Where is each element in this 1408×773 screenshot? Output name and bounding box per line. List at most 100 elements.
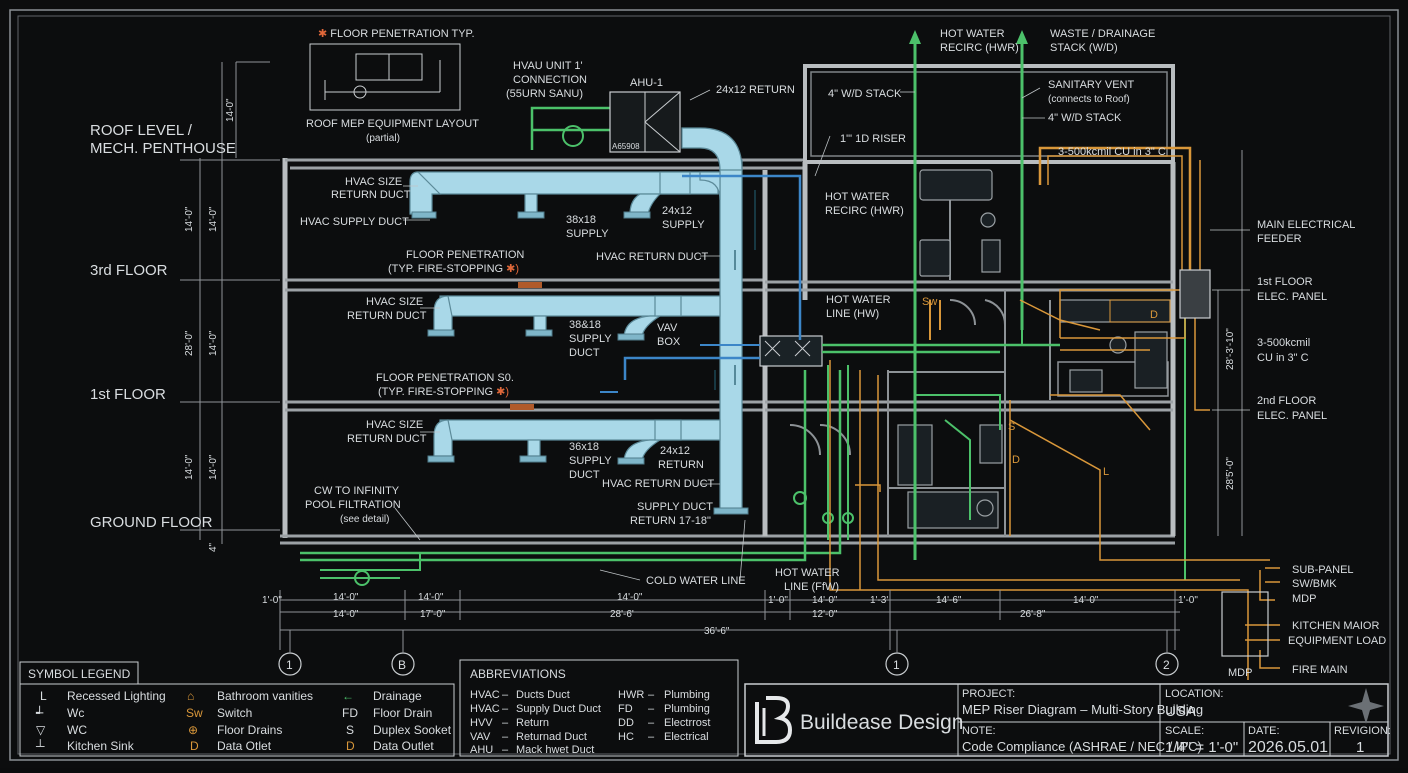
abbrev-dash: – <box>648 703 655 715</box>
legend-label: Recessed Lighting <box>67 689 166 703</box>
ahu-label: AHU-1 <box>630 77 663 89</box>
abbrev-key: HVAC <box>470 689 500 701</box>
note-value: Code Compliance (ASHRAE / NEC / IPC) <box>962 739 1202 754</box>
abbrev-dash: – <box>648 717 655 729</box>
hw-recirc-top-1: HOT WATER <box>940 28 1005 40</box>
roof-equipment-caption: ROOF MEP EQUIPMENT LAYOUT <box>306 118 479 130</box>
abbrev-key: HWR <box>618 689 644 701</box>
f1-3618-label-1: 36x18 <box>569 441 599 453</box>
abbrev-dash: – <box>502 717 509 729</box>
cu-side-1: 3-500kcmil <box>1257 337 1310 349</box>
date-value: 2026.05.01 <box>1248 739 1328 756</box>
hw-recirc-top-2: RECIRC (HWR) <box>940 42 1019 54</box>
abbrev-key: HC <box>618 731 634 743</box>
hvac-return-duct-low: HVAC RETURN DUCT <box>602 478 715 490</box>
legend-sym: Sw <box>186 706 203 720</box>
grid-bubbles <box>278 630 1179 676</box>
building-section-left <box>280 158 1175 545</box>
abbrev-desc: Returnad Duct <box>516 731 587 743</box>
scale-value: 1/4" = 1'-0" <box>1165 739 1238 756</box>
legend-sym: ⌂ <box>187 689 194 703</box>
f1-pen-label-1: FLOOR PENETRATION S0. <box>376 372 514 384</box>
sheet-border <box>9 9 1399 761</box>
location-label: LOCATION: <box>1165 688 1223 700</box>
return-24x12-label: 24x12 RETURN <box>716 84 795 96</box>
legend-label: Floor Drains <box>217 723 282 737</box>
level-ground: GROUND FLOOR <box>90 514 213 531</box>
blue-water-lines <box>600 174 802 393</box>
level-first: 1st FLOOR <box>90 386 166 403</box>
legend-label: Floor Drain <box>373 706 432 720</box>
kitchen-major-1: KITCHEN MAIOR <box>1292 620 1379 632</box>
f3-2412-label-2: SUPPLY <box>662 219 705 231</box>
dim-bottom: 4" <box>208 542 219 552</box>
abbrev-dash: – <box>648 689 655 701</box>
vertical-dimensions-left <box>180 61 280 544</box>
abbrev-desc: Return <box>516 717 549 729</box>
legend-label: Kitchen Sink <box>67 739 135 753</box>
dim-floor3: 14'-0" <box>184 206 195 232</box>
revision-value: 1 <box>1356 739 1364 756</box>
leader-lines <box>394 87 1250 581</box>
hdim-c4: 1'-3' <box>870 595 888 606</box>
dim-floor2b: 14'-0" <box>208 330 219 356</box>
legend-panel <box>19 659 1389 757</box>
legend-label: Wc <box>67 706 84 720</box>
switch-symbol: Sw <box>922 296 937 308</box>
f3-supply-label: HVAC SUPPLY DUCT <box>300 216 409 228</box>
waste-stack-2: STACK (W/D) <box>1050 42 1118 54</box>
ahu-code: A65908 <box>612 142 640 151</box>
floor-penetration-marker <box>510 404 534 410</box>
dim-floor2: 28'-0" <box>184 330 195 356</box>
company-name: Buildease Design <box>800 711 963 734</box>
kitchen-major-2: EQUIPMENT LOAD <box>1288 635 1386 647</box>
legend-sym: D <box>190 739 199 753</box>
sanitary-vent-2: (connects to Roof) <box>1048 94 1130 105</box>
legend-sym: ┴ <box>35 739 45 753</box>
legend-sym: S <box>346 723 354 737</box>
f2-3818-label-1: 38&18 <box>569 319 601 331</box>
roof-equipment-detail <box>309 43 461 111</box>
legend-label: Bathroom vanities <box>217 689 313 703</box>
hdim-left-1: 1'-0" <box>262 595 282 606</box>
wd-stack-4: 4" W/D STACK <box>828 88 902 100</box>
main-feeder-1: MAIN ELECTRICAL <box>1257 219 1355 231</box>
legend-sym: L <box>40 689 47 703</box>
supply-duct-label-2: RETURN 17-18" <box>630 515 711 527</box>
floor-penetration-typ: ✱ FLOOR PENETRATION TYP. <box>318 28 475 40</box>
panel-1st-2: ELEC. PANEL <box>1257 291 1327 303</box>
cu-top-label: 3-500kcmil CU in 3" C <box>1058 146 1166 158</box>
abbrev-desc: Electrical <box>664 731 709 743</box>
hvac-ductwork <box>409 127 823 515</box>
abbrev-desc: Plumbing <box>664 703 710 715</box>
mdp-out-label: MDP <box>1292 593 1316 605</box>
legend-sym: D <box>346 739 355 753</box>
abbrev-key: FD <box>618 703 633 715</box>
cw-infinity-2: POOL FILTRATION <box>305 499 401 511</box>
dim-floor3b: 14'-0" <box>208 206 219 232</box>
electrical-conduits <box>829 146 1280 680</box>
dim-top: 14-0" <box>225 98 236 122</box>
building-section-right <box>765 64 1176 536</box>
floor-penetration-marker <box>518 282 542 288</box>
hdim-d1: 14'-6" <box>936 595 962 606</box>
abbrev-title: ABBREVIATIONS <box>470 667 566 681</box>
hvac-return-duct-main: HVAC RETURN DUCT <box>596 251 709 263</box>
dim-floor1: 14'-0" <box>184 454 195 480</box>
f2-return-label-2: RETURN DUCT <box>347 310 427 322</box>
panel-2nd-2: ELEC. PANEL <box>1257 410 1327 422</box>
hdim-a3: 14'-0" <box>418 592 444 603</box>
hdim-total: 36'-6" <box>704 626 730 637</box>
wd-stack-4b: 4" W/D STACK <box>1048 112 1122 124</box>
f1-3618-label-2: SUPPLY <box>569 455 612 467</box>
f2-return-label-1: HVAC SIZE <box>366 296 423 308</box>
riser-1d: 1"' 1D RISER <box>840 133 906 145</box>
grid-bubble-1b: 1 <box>893 658 900 672</box>
abbrev-desc: Ducts Duct <box>516 689 570 701</box>
hdim-a1: 14'-0" <box>333 592 359 603</box>
green-water-lines <box>300 30 1186 586</box>
sub-panel-label: SUB-PANEL <box>1292 564 1354 576</box>
f1-3618-label-3: DUCT <box>569 469 600 481</box>
legend-sym: ← <box>342 689 354 703</box>
